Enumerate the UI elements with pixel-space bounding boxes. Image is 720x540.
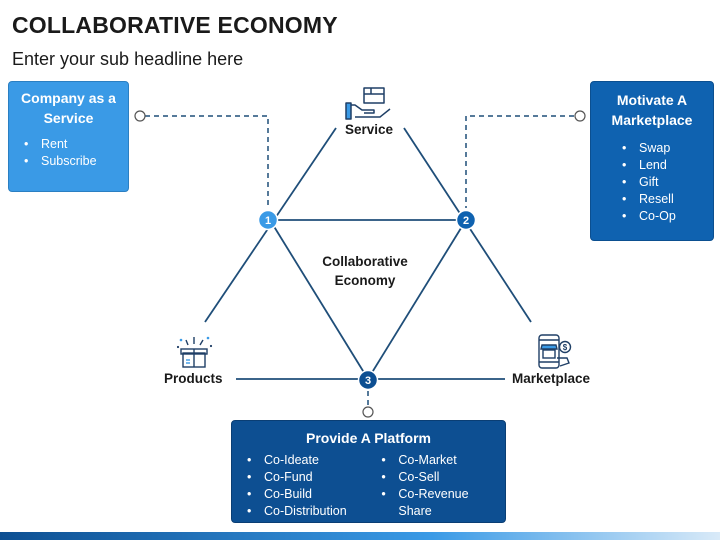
page-subtitle: Enter your sub headline here: [12, 49, 244, 69]
list-item: Swap: [613, 140, 707, 157]
edge-1-3: [269, 219, 369, 380]
company-box-title: Company as a Service: [15, 88, 122, 128]
platform-list-col2: Co-Market Co-Sell Co-Revenue Share: [372, 452, 499, 520]
marker-1: 1: [257, 209, 279, 231]
company-box-list: Rent Subscribe: [15, 136, 122, 170]
list-item: Rent: [15, 136, 122, 153]
node-label-products: Products: [164, 371, 223, 386]
list-item: Co-Market: [372, 452, 499, 469]
list-item: Co-Ideate: [238, 452, 372, 469]
footer-bar: [0, 532, 720, 540]
svg-text:3: 3: [365, 375, 371, 387]
list-item: Gift: [613, 174, 707, 191]
list-item: Share: [398, 504, 432, 518]
provide-a-platform-box: Provide A Platform Co-Ideate Co-Fund Co-…: [231, 420, 506, 523]
marketplace-phone-shop-icon: $: [538, 334, 572, 369]
edge-2-3: [367, 219, 467, 380]
motivate-box-title-line1: Motivate A: [616, 92, 688, 108]
list-item: Co-Distribution: [238, 503, 372, 520]
list-item: Co-Fund: [238, 469, 372, 486]
motivate-box-list: Swap Lend Gift Resell Co-Op: [597, 140, 707, 225]
node-label-marketplace: Marketplace: [512, 371, 591, 386]
marker-2: 2: [455, 209, 477, 231]
svg-text:$: $: [563, 343, 568, 352]
service-hand-box-icon: [345, 87, 391, 120]
list-item: Co-Sell: [372, 469, 499, 486]
node-label-service: Service: [345, 122, 394, 137]
connector-dot-company: [134, 110, 146, 122]
marker-3: 3: [357, 369, 379, 391]
motivate-box-title: Motivate A Marketplace: [597, 90, 707, 130]
list-item: Co-Revenue: [372, 486, 499, 503]
center-label-line2: Economy: [334, 273, 396, 288]
list-item: Co-Op: [613, 208, 707, 225]
platform-list-col1: Co-Ideate Co-Fund Co-Build Co-Distributi…: [238, 452, 372, 520]
company-as-a-service-box: Company as a Service Rent Subscribe: [8, 81, 129, 192]
list-item: Lend: [613, 157, 707, 174]
company-box-title-line1: Company as a: [21, 90, 116, 106]
connector-company: [145, 115, 269, 208]
svg-text:2: 2: [463, 215, 469, 227]
platform-box-columns: Co-Ideate Co-Fund Co-Build Co-Distributi…: [238, 452, 499, 520]
page-title: COLLABORATIVE ECONOMY: [12, 12, 338, 38]
motivate-a-marketplace-box: Motivate A Marketplace Swap Lend Gift Re…: [590, 81, 714, 241]
list-item: Subscribe: [15, 153, 122, 170]
connector-motivate: [465, 115, 574, 208]
svg-text:1: 1: [265, 215, 271, 227]
center-label-line1: Collaborative: [322, 254, 408, 269]
list-item: Resell: [613, 191, 707, 208]
connector-dot-platform: [362, 406, 374, 418]
motivate-box-title-line2: Marketplace: [611, 112, 693, 128]
products-gift-icon: [176, 336, 213, 368]
list-item: Co-Build: [238, 486, 372, 503]
connector-dot-motivate: [574, 110, 586, 122]
platform-box-title: Provide A Platform: [306, 430, 431, 446]
center-label: Collaborative Economy: [300, 252, 430, 290]
company-box-title-line2: Service: [43, 110, 94, 126]
